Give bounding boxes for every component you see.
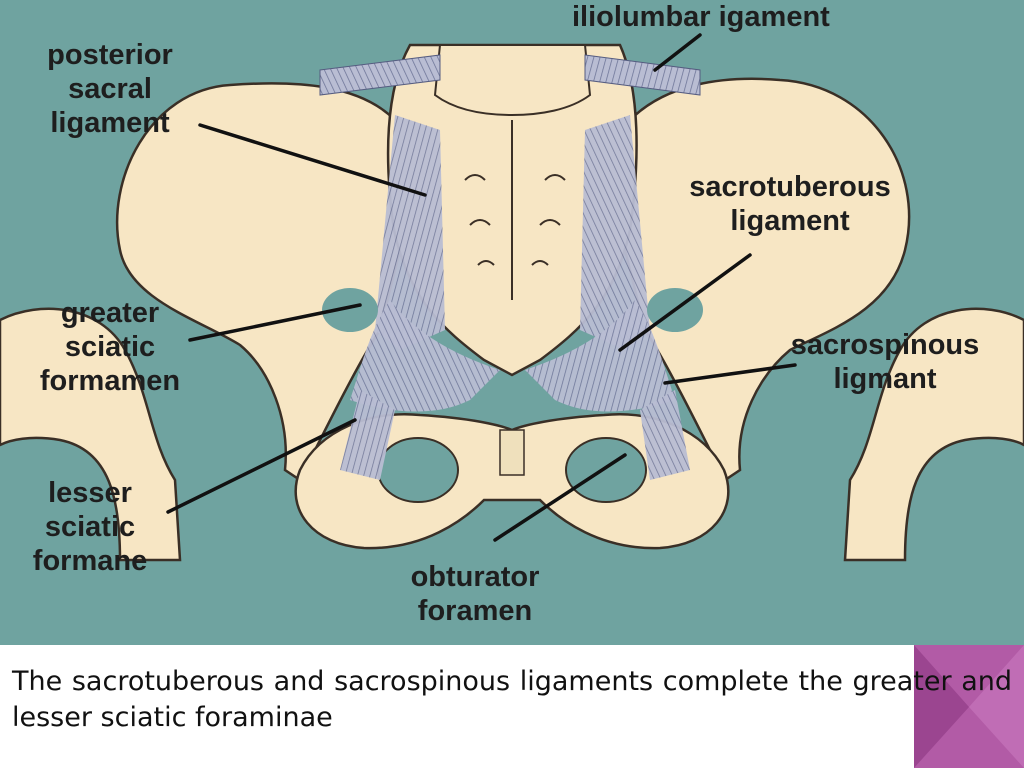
leader-obturator xyxy=(493,453,627,542)
sacral-foramina xyxy=(464,120,566,300)
pelvis-figure: iliolumbar igament posterior sacral liga… xyxy=(0,0,1024,645)
leader-lesser-sciatic xyxy=(166,418,357,514)
sacrotuberous-ligament-right xyxy=(525,300,675,412)
label-sacrotuberous-ligament: sacrotuberous ligament xyxy=(689,171,891,237)
right-obturator-foramen xyxy=(565,437,647,503)
label-greater-sciatic-foramen: greater sciatic formamen xyxy=(39,297,181,397)
sacrospinous-ligament-left xyxy=(340,390,395,480)
left-ilium xyxy=(115,82,402,482)
label-obturator-foramen: obturator foramen xyxy=(410,561,540,627)
pelvis-illustration xyxy=(0,33,1024,562)
label-iliolumbar-ligament: iliolumbar igament xyxy=(572,1,830,33)
lumbar-vertebra xyxy=(433,44,592,117)
sacrotuberous-ligament-left xyxy=(350,300,500,412)
leader-iliolumbar xyxy=(653,33,702,72)
leader-greater-sciatic xyxy=(188,303,362,342)
left-greater-sciatic-foramen xyxy=(322,288,378,332)
left-femur xyxy=(0,307,182,562)
label-sacrospinous-ligament: sacrospinous ligmant xyxy=(790,329,980,395)
leader-sacrotuberous xyxy=(618,253,752,352)
pubic-symphysis xyxy=(499,429,525,476)
right-femur xyxy=(843,307,1024,562)
iliolumbar-ligament-left xyxy=(319,54,441,96)
label-lesser-sciatic-foramen: lesser sciatic formane xyxy=(32,477,148,577)
label-posterior-sacral-ligament: posterior sacral ligament xyxy=(47,39,173,139)
sacrospinous-ligament-right xyxy=(640,390,690,480)
leader-posterior-sacral xyxy=(198,123,427,197)
posterior-sacral-ligament-right xyxy=(580,115,650,350)
posterior-sacral-ligament-left xyxy=(375,115,445,350)
corner-accent xyxy=(914,645,1024,768)
leader-sacrospinous xyxy=(663,363,797,385)
left-obturator-foramen xyxy=(377,437,459,503)
caption-text: The sacrotuberous and sacrospinous ligam… xyxy=(12,666,1012,733)
leader-lines xyxy=(166,33,797,542)
